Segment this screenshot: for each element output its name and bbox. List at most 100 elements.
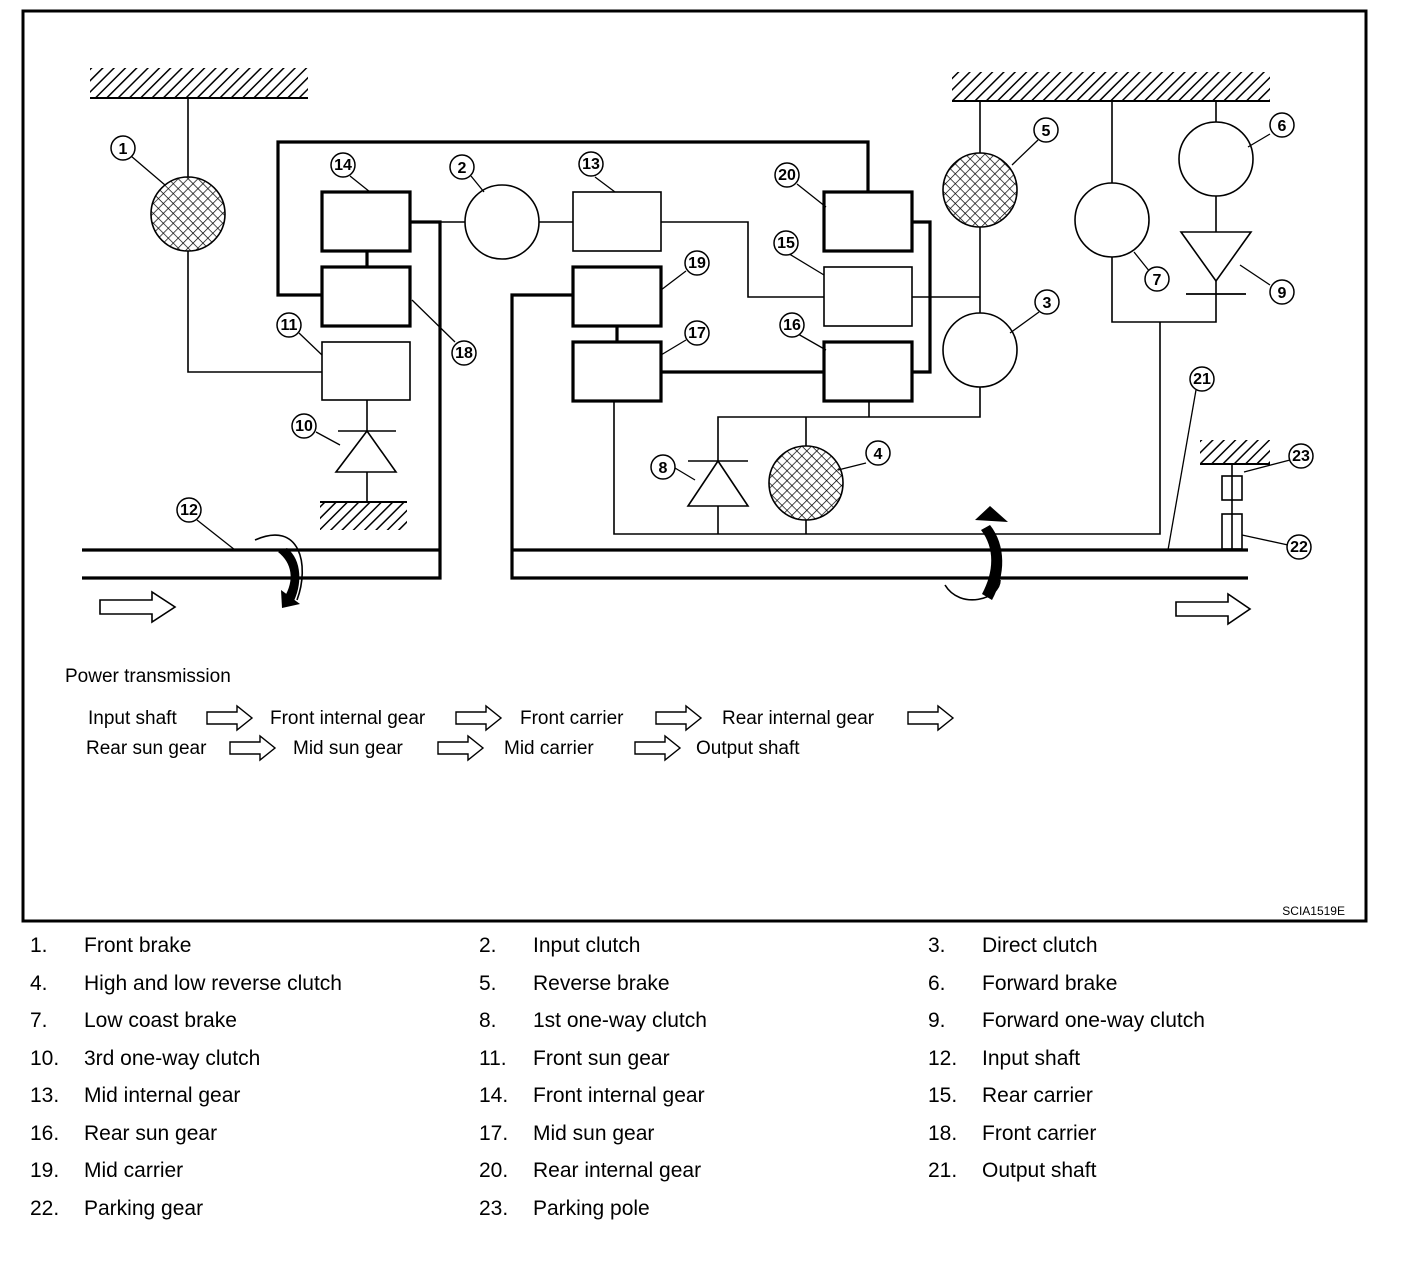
svg-text:11: 11 [281, 317, 298, 334]
flow-step: Front internal gear [270, 708, 426, 729]
legend-number: 21. [928, 1159, 958, 1182]
svg-text:2: 2 [458, 160, 467, 177]
svg-text:23: 23 [1292, 448, 1310, 465]
legend-number: 15. [928, 1084, 958, 1107]
figure-code: SCIA1519E [1282, 904, 1345, 918]
flow-arrow-icon [206, 704, 254, 732]
legend-item: 15.Rear carrier [928, 1082, 1093, 1110]
legend-label: Forward one-way clutch [982, 1009, 1205, 1032]
thick-connectors [82, 140, 1248, 580]
svg-text:13: 13 [582, 156, 600, 173]
legend-item: 22.Parking gear [30, 1195, 203, 1223]
flow-arrow-icon [655, 704, 703, 732]
legend-label: Mid sun gear [533, 1121, 655, 1145]
callout-6: 6 [1269, 112, 1295, 138]
clutch-brake-circles [150, 121, 1254, 521]
flow-arrow-icon [437, 734, 485, 762]
legend-label: Reverse brake [533, 971, 670, 995]
svg-text:1: 1 [119, 141, 128, 158]
legend-label: Rear sun gear [84, 1121, 218, 1145]
callout-23: 23 [1288, 443, 1314, 469]
one-way-clutch-symbols [334, 231, 1253, 507]
callout-13: 13 [578, 151, 604, 177]
svg-text:20: 20 [778, 167, 796, 184]
legend-number: 9. [928, 1009, 946, 1032]
svg-text:14: 14 [334, 157, 352, 174]
callout-leaders [130, 133, 1291, 551]
front-brake-circle [150, 176, 226, 252]
legend-number: 2. [479, 934, 497, 957]
callout-12: 12 [176, 497, 202, 523]
legend-number: 6. [928, 971, 946, 995]
flow-arrow-icon [907, 704, 955, 732]
callout-17: 17 [684, 320, 710, 346]
rotation-arrow [254, 534, 304, 608]
reverse-brake-circle [942, 152, 1018, 228]
legend-number: 5. [479, 971, 497, 995]
forward-brake-circle [1178, 121, 1254, 197]
callout-18: 18 [451, 340, 477, 366]
svg-text:22: 22 [1290, 539, 1308, 556]
legend-number: 20. [479, 1159, 509, 1182]
svg-text:16: 16 [783, 317, 801, 334]
legend-number: 16. [30, 1121, 60, 1145]
svg-text:9: 9 [1278, 285, 1287, 302]
flow-step: Rear internal gear [722, 708, 875, 729]
legend-item: 12.Input shaft [928, 1045, 1080, 1073]
callout-15: 15 [773, 230, 799, 256]
legend-label: Parking pole [533, 1196, 650, 1220]
legend-item: 14.Front internal gear [479, 1082, 705, 1110]
diagram-frame [21, 9, 1368, 923]
flow-step: Output shaft [696, 738, 800, 759]
callout-3: 3 [1034, 289, 1060, 315]
callout-2: 2 [449, 154, 475, 180]
svg-text:3: 3 [1043, 295, 1052, 312]
legend-label: Forward brake [982, 971, 1118, 995]
legend-item: 16. Rear sun gear [30, 1120, 217, 1148]
svg-text:17: 17 [688, 325, 706, 342]
callout-16: 16 [779, 312, 805, 338]
legend-number: 7. [30, 1009, 48, 1032]
legend-label: Front carrier [982, 1121, 1097, 1145]
front-internal-gear-box [320, 190, 412, 253]
flow-arrow-icon [634, 734, 682, 762]
legend-label: Front brake [84, 934, 192, 957]
legend-item: 19.Mid carrier [30, 1157, 183, 1185]
legend-item: 1.Front brake [30, 932, 191, 960]
legend-label: High and low reverse clutch [84, 971, 342, 995]
legend-label: Mid carrier [84, 1159, 184, 1182]
legend-number: 13. [30, 1084, 60, 1107]
svg-text:5: 5 [1042, 123, 1051, 140]
gear-boxes [320, 190, 914, 403]
legend-item: 7.Low coast brake [30, 1007, 237, 1035]
flow-arrows [99, 590, 1252, 626]
legend-item: 5. Reverse brake [479, 970, 670, 998]
legend-item: 21.Output shaft [928, 1157, 1096, 1185]
legend-item: 8.1st one-way clutch [479, 1007, 707, 1035]
flow-step-arrows [206, 704, 955, 762]
svg-text:15: 15 [777, 235, 795, 252]
flow-step: Rear sun gear [86, 738, 207, 759]
ground-hatch [952, 72, 1270, 101]
front-sun-gear-box [321, 341, 411, 401]
powertrain-schematic: 1 2 3 4 5 6 7 8 9 10 11 12 13 14 15 16 1… [21, 9, 1368, 923]
callout-9: 9 [1269, 279, 1295, 305]
mid-carrier-box [571, 265, 663, 328]
legend-label: Direct clutch [982, 934, 1098, 957]
callout-11: 11 [276, 312, 302, 338]
legend-label: Mid internal gear [84, 1084, 241, 1107]
callout-20: 20 [774, 162, 800, 188]
legend-number: 4. [30, 971, 48, 995]
flow-step: Front carrier [520, 708, 624, 729]
callout-19: 19 [684, 250, 710, 276]
legend-item: 4. High and low reverse clutch [30, 970, 342, 998]
legend-label: 3rd one-way clutch [84, 1046, 261, 1070]
legend-item: 17.Mid sun gear [479, 1120, 654, 1148]
input-clutch-circle [464, 184, 540, 260]
flow-step: Mid sun gear [293, 738, 404, 759]
flow-step: Mid carrier [504, 738, 594, 759]
legend-item: 9. Forward one-way clutch [928, 1007, 1205, 1035]
legend-item: 18.Front carrier [928, 1120, 1096, 1148]
legend-number: 22. [30, 1196, 60, 1220]
